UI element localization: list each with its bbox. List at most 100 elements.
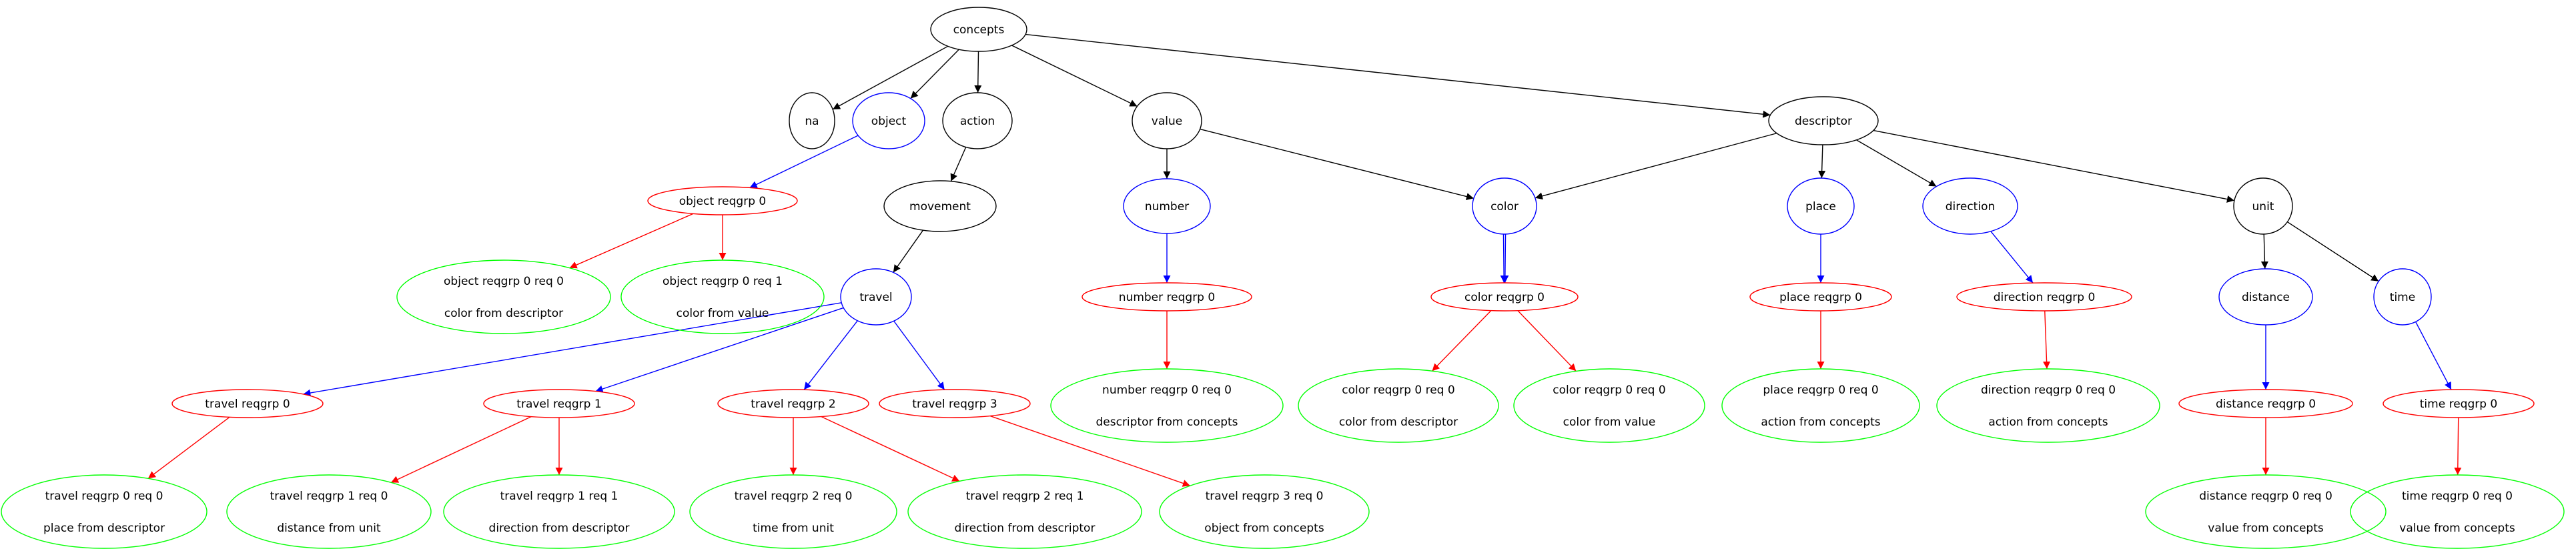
node-value: value xyxy=(1132,92,1202,149)
node-label: travel xyxy=(859,291,892,304)
edge-movement-to-travel xyxy=(893,229,924,273)
node-direction-reqgrp-0: direction reqgrp 0 xyxy=(1956,282,2132,312)
node-label: movement xyxy=(909,200,971,213)
edge-direction-to-direction-reqgrp-0 xyxy=(1990,231,2034,284)
node-sublabel: color from descriptor xyxy=(1339,416,1458,429)
node-shape xyxy=(1298,368,1499,443)
edge-time-reqgrp-0-to-time-reqgrp-0-req-0 xyxy=(2454,417,2462,476)
node-shape xyxy=(1721,368,1920,443)
node-sublabel: object from concepts xyxy=(1204,522,1324,535)
edge-travel-to-travel-reqgrp-2 xyxy=(803,320,858,390)
node-label: travel reqgrp 1 xyxy=(516,398,601,411)
node-shape xyxy=(1749,282,1892,312)
node-travel-reqgrp-2: travel reqgrp 2 xyxy=(717,389,869,418)
edges-layer xyxy=(147,33,2462,487)
node-shape xyxy=(620,259,825,334)
node-sublabel: descriptor from concepts xyxy=(1096,416,1238,429)
node-object: object xyxy=(852,92,925,149)
node-label: na xyxy=(805,115,819,128)
node-shape xyxy=(396,259,611,334)
node-label: travel reqgrp 2 req 1 xyxy=(966,490,1084,503)
node-shape xyxy=(1936,368,2160,443)
node-label: direction xyxy=(1946,200,1996,213)
node-label: travel reqgrp 1 req 0 xyxy=(270,490,388,503)
edge-action-to-movement xyxy=(950,147,967,182)
node-sublabel: place from descriptor xyxy=(43,522,165,535)
edge-travel-reqgrp-0-to-travel-reqgrp-0-req-0 xyxy=(147,416,230,479)
node-color: color xyxy=(1472,177,1537,235)
node-label: distance reqgrp 0 req 0 xyxy=(2199,490,2332,503)
node-label: direction reqgrp 0 xyxy=(1994,291,2096,304)
node-shape xyxy=(2373,268,2432,326)
node-shape xyxy=(483,389,635,418)
edge-color-to-color-reqgrp-0 xyxy=(1501,233,1509,284)
node-place-reqgrp-0: place reqgrp 0 xyxy=(1749,282,1892,312)
node-label: value xyxy=(1152,115,1182,128)
edge-color-reqgrp-0-to-color-reqgrp-0-req-0b xyxy=(1517,310,1577,372)
node-shape xyxy=(2233,177,2293,235)
node-label: time xyxy=(2390,291,2415,304)
node-label: place xyxy=(1805,200,1836,213)
node-direction: direction xyxy=(1922,177,2018,235)
edge-travel-reqgrp-1-to-travel-reqgrp-1-req-0 xyxy=(390,416,532,483)
edge-value-to-color xyxy=(1200,128,1474,200)
node-label: color reqgrp 0 req 0 xyxy=(1553,384,1665,397)
node-sublabel: value from concepts xyxy=(2399,522,2515,535)
node-label: travel reqgrp 0 req 0 xyxy=(45,490,163,503)
node-shape xyxy=(1472,177,1537,235)
node-shape xyxy=(1513,368,1705,443)
node-label: distance xyxy=(2242,291,2290,304)
node-distance-reqgrp-0: distance reqgrp 0 xyxy=(2178,389,2353,418)
edge-object-reqgrp-0-to-object-reqgrp-0-req-0 xyxy=(569,213,694,269)
node-shape xyxy=(1132,92,1202,149)
edge-descriptor-to-unit xyxy=(1873,129,2235,203)
node-travel-reqgrp-3: travel reqgrp 3 xyxy=(879,389,1031,418)
node-color-reqgrp-0: color reqgrp 0 xyxy=(1430,282,1579,312)
node-label: time reqgrp 0 req 0 xyxy=(2402,490,2513,503)
node-concepts: concepts xyxy=(930,7,1027,52)
node-shape xyxy=(1768,96,1879,145)
node-label: color xyxy=(1490,200,1519,213)
node-travel-reqgrp-0: travel reqgrp 0 xyxy=(171,389,324,418)
node-label: number reqgrp 0 xyxy=(1119,291,1215,304)
edge-descriptor-to-color xyxy=(1535,133,1777,200)
node-shape xyxy=(647,186,798,215)
node-sublabel: direction from descriptor xyxy=(955,522,1096,535)
node-na: na xyxy=(789,92,835,149)
node-time-reqgrp-0-req-0: time reqgrp 0 req 0 value from concepts xyxy=(2350,474,2565,549)
node-label: place reqgrp 0 req 0 xyxy=(1763,384,1878,397)
node-label: travel reqgrp 1 req 1 xyxy=(500,490,618,503)
node-shape xyxy=(852,92,925,149)
edge-concepts-to-descriptor xyxy=(1025,33,1771,118)
edge-color-to-color-reqgrp-0 xyxy=(1500,233,1508,284)
edge-unit-to-distance xyxy=(2260,233,2268,269)
node-shape xyxy=(1956,282,2132,312)
node-sublabel: time from unit xyxy=(753,522,834,535)
edge-descriptor-to-place xyxy=(1818,144,1826,179)
node-number-reqgrp-0: number reqgrp 0 xyxy=(1082,282,1252,312)
node-shape xyxy=(2350,474,2565,549)
node-movement: movement xyxy=(883,180,997,232)
node-object-reqgrp-0: object reqgrp 0 xyxy=(647,186,798,215)
node-shape xyxy=(879,389,1031,418)
node-shape xyxy=(2383,389,2535,418)
node-label: color reqgrp 0 req 0 xyxy=(1342,384,1454,397)
edge-travel-reqgrp-2-to-travel-reqgrp-2-req-1 xyxy=(821,416,960,482)
node-shape xyxy=(717,389,869,418)
node-sublabel: color from value xyxy=(677,307,769,320)
node-shape xyxy=(1430,282,1579,312)
node-sublabel: action from concepts xyxy=(1988,416,2108,429)
node-label: object reqgrp 0 xyxy=(679,195,766,208)
node-shape xyxy=(883,180,997,232)
node-shape xyxy=(1787,177,1855,235)
node-travel-reqgrp-1: travel reqgrp 1 xyxy=(483,389,635,418)
node-shape xyxy=(1050,368,1284,443)
edge-time-to-time-reqgrp-0 xyxy=(2415,322,2452,390)
